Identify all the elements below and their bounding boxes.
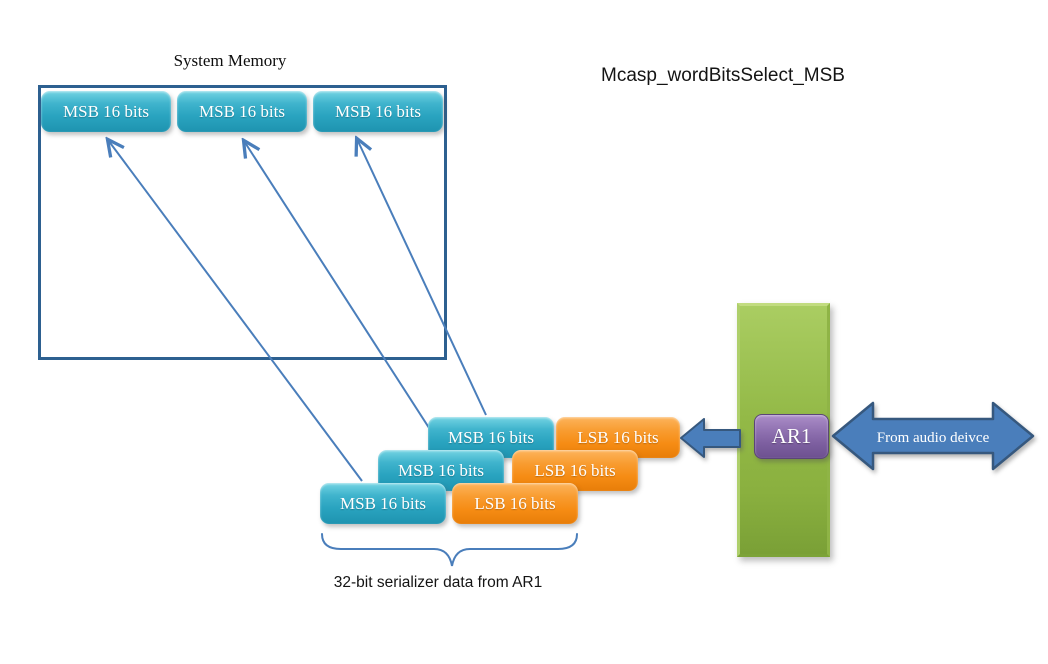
ar1-register: AR1 <box>754 414 829 459</box>
memory-block: MSB 16 bits <box>313 91 443 132</box>
diagram-title: Mcasp_wordBitsSelect_MSB <box>601 65 845 86</box>
lsb-block: LSB 16 bits <box>452 483 578 524</box>
double-arrow-from-audio-icon <box>831 401 1035 471</box>
memory-block: MSB 16 bits <box>41 91 171 132</box>
memory-block: MSB 16 bits <box>177 91 307 132</box>
arrow-ar1-to-serializer-icon <box>680 418 741 458</box>
msb-block: MSB 16 bits <box>320 483 446 524</box>
serializer-brace <box>321 533 578 567</box>
from-audio-label: From audio deivce <box>877 430 990 446</box>
system-memory-label: System Memory <box>173 51 287 70</box>
serializer-caption: 32-bit serializer data from AR1 <box>333 574 543 591</box>
